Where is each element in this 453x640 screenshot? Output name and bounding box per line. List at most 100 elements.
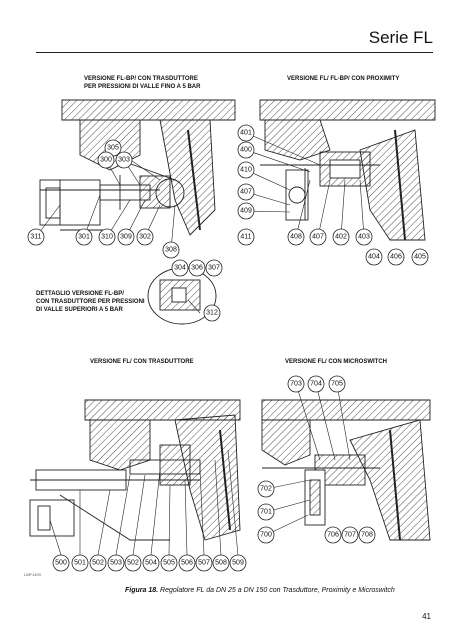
section-bottom-left-title: VERSIONE FL/ CON TRASDUTTORE	[90, 359, 194, 365]
svg-text:303: 303	[118, 157, 130, 164]
svg-text:403: 403	[358, 234, 370, 241]
callout-503: 503	[107, 554, 125, 572]
section-detail-line2: CON TRASDUTTORE PER PRESSIONI	[36, 299, 145, 305]
svg-text:500: 500	[55, 560, 67, 567]
drawing-bottom-left	[29, 399, 241, 541]
callout-308: 308	[162, 241, 180, 259]
svg-text:702: 702	[260, 486, 272, 493]
callout-502-second: 502	[124, 554, 142, 572]
svg-text:705: 705	[331, 381, 343, 388]
callout-501: 501	[71, 554, 89, 572]
callout-703: 703	[287, 375, 305, 393]
callout-403: 403	[355, 228, 373, 246]
svg-text:506: 506	[181, 560, 193, 567]
figure-caption-text: Regolatore FL da DN 25 a DN 150 con Tras…	[160, 587, 395, 594]
callout-302: 302	[136, 228, 154, 246]
svg-text:407: 407	[240, 189, 252, 196]
callout-411: 411	[237, 228, 255, 246]
callout-400: 400	[237, 141, 255, 159]
svg-text:503: 503	[110, 560, 122, 567]
svg-text:701: 701	[260, 509, 272, 516]
callout-508: 508	[212, 554, 230, 572]
section-top-left-line2: PER PRESSIONI DI VALLE FINO A 5 BAR	[84, 84, 201, 90]
callout-707: 707	[341, 526, 359, 544]
callout-500: 500	[52, 554, 70, 572]
svg-text:302: 302	[139, 234, 151, 241]
svg-text:300: 300	[100, 157, 112, 164]
leader-lines-bottom-left	[49, 449, 239, 556]
callout-702: 702	[257, 480, 275, 498]
svg-text:700: 700	[260, 532, 272, 539]
svg-text:312: 312	[206, 310, 218, 317]
drawing-detail	[147, 267, 217, 325]
svg-text:400: 400	[240, 147, 252, 154]
callout-409: 409	[237, 202, 255, 220]
svg-text:507: 507	[198, 560, 210, 567]
drawing-top-left	[39, 99, 236, 236]
svg-text:708: 708	[361, 532, 373, 539]
callout-408: 408	[287, 228, 305, 246]
callout-311: 311	[27, 228, 45, 246]
svg-text:706: 706	[327, 532, 339, 539]
section-top-right-title: VERSIONE FL/ FL-BP/ CON PROXIMITY	[287, 76, 400, 82]
callout-309: 309	[117, 228, 135, 246]
callout-401: 401	[237, 124, 255, 142]
section-detail-title: DETTAGLIO VERSIONE FL-BP/ CON TRASDUTTOR…	[36, 290, 145, 314]
callout-406: 406	[387, 248, 405, 266]
leader-lines	[35, 132, 365, 536]
figure-caption-label: Figura 18.	[125, 587, 159, 594]
svg-text:409: 409	[240, 208, 252, 215]
svg-text:308: 308	[165, 247, 177, 254]
svg-text:501: 501	[74, 560, 86, 567]
svg-text:505: 505	[163, 560, 175, 567]
svg-text:703: 703	[290, 381, 302, 388]
svg-text:406: 406	[390, 254, 402, 261]
callout-504: 504	[142, 554, 160, 572]
callout-404: 404	[365, 248, 383, 266]
callout-407-upper: 407	[237, 183, 255, 201]
svg-text:504: 504	[145, 560, 157, 567]
callout-301: 301	[75, 228, 93, 246]
svg-text:509: 509	[232, 560, 244, 567]
callout-407-lower: 407	[309, 228, 327, 246]
svg-text:301: 301	[78, 234, 90, 241]
callout-506: 506	[178, 554, 196, 572]
callout-304: 304	[171, 259, 189, 277]
callout-303: 303	[115, 151, 133, 169]
callout-410: 410	[237, 161, 255, 179]
callout-402: 402	[332, 228, 350, 246]
svg-text:310: 310	[101, 234, 113, 241]
svg-text:311: 311	[30, 234, 41, 241]
callout-312: 312	[203, 304, 221, 322]
callout-701: 701	[257, 503, 275, 521]
drawing-bottom-right	[261, 399, 431, 541]
svg-text:307: 307	[208, 265, 220, 272]
drawing-code: LMF1493	[24, 572, 41, 577]
series-title: Serie FL	[368, 28, 433, 47]
svg-text:306: 306	[191, 265, 203, 272]
section-detail-line3: DI VALLE SUPERIORI A 5 BAR	[36, 307, 123, 313]
svg-text:305: 305	[107, 145, 119, 152]
section-bottom-right-title: VERSIONE FL/ CON MICROSWITCH	[285, 359, 387, 365]
svg-text:309: 309	[120, 234, 132, 241]
svg-text:508: 508	[215, 560, 227, 567]
callout-704: 704	[307, 375, 325, 393]
drawing-top-right	[259, 99, 436, 241]
svg-text:304: 304	[174, 265, 186, 272]
section-detail-line1: DETTAGLIO VERSIONE FL-BP/	[36, 291, 124, 297]
svg-text:411: 411	[240, 234, 251, 241]
section-top-left-line1: VERSIONE FL-BP/ CON TRASDUTTORE	[84, 76, 198, 82]
svg-text:502: 502	[127, 560, 139, 567]
section-top-left-title: VERSIONE FL-BP/ CON TRASDUTTORE PER PRES…	[84, 75, 200, 91]
svg-text:704: 704	[310, 381, 322, 388]
callout-509: 509	[229, 554, 247, 572]
callout-306: 306	[188, 259, 206, 277]
callout-507: 507	[195, 554, 213, 572]
svg-text:408: 408	[290, 234, 302, 241]
svg-text:407: 407	[312, 234, 324, 241]
callout-502-first: 502	[89, 554, 107, 572]
callout-705: 705	[328, 375, 346, 393]
page-number: 41	[422, 612, 431, 621]
header-rule	[36, 52, 433, 53]
callout-300: 300	[97, 151, 115, 169]
